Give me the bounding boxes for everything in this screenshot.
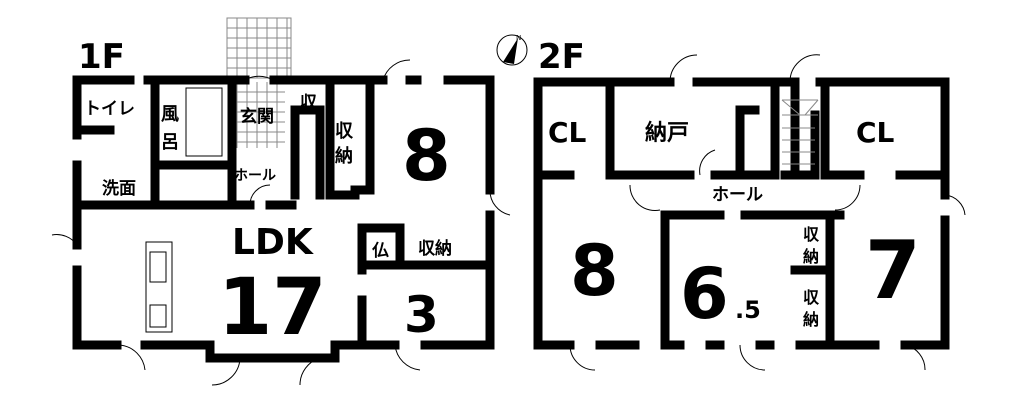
floor-2-title: 2F <box>538 37 585 77</box>
floor-1-title: 1F <box>78 37 125 77</box>
stove-icon <box>149 304 167 328</box>
compass-north-label: N <box>516 34 521 42</box>
room-7-size: 7 <box>865 224 921 317</box>
room-cl-right: CL <box>856 116 895 149</box>
room-storage-b-2: 納 <box>803 310 819 329</box>
room-ldk-label: LDK <box>232 222 314 263</box>
compass-icon: N <box>496 34 528 66</box>
room-toilet: トイレ <box>84 99 135 119</box>
room-storage-a-1: 収 <box>803 225 820 244</box>
room-storage-a-2: 納 <box>803 247 819 266</box>
room-ldk-size: 17 <box>218 263 327 353</box>
room-storage-b-1: 収 <box>803 288 820 307</box>
room-hall: ホール <box>234 168 276 184</box>
2f-exterior-walls <box>533 77 950 350</box>
bathtub <box>185 87 223 157</box>
door-swings-2f <box>569 54 966 371</box>
2f-interior-walls <box>533 77 950 350</box>
door-swings-1f <box>51 59 511 386</box>
room-washroom: 洗面 <box>102 178 136 199</box>
room-65-size-dec: .5 <box>735 296 761 324</box>
entrance-porch-tiles <box>226 17 292 148</box>
room-closet-1: 収 <box>335 121 354 142</box>
floor-1: 1F トイレ 風 呂 玄関 収 ホール 収 納 8 洗面 LDK 17 仏 収納… <box>51 17 511 386</box>
room-8-size-2f: 8 <box>570 230 619 312</box>
room-storeroom: 納戸 <box>645 120 689 146</box>
room-altar: 仏 <box>372 241 389 261</box>
room-closet-2: 納 <box>335 145 353 167</box>
room-65-size-int: 6 <box>680 253 729 335</box>
kitchen-counter <box>145 241 173 333</box>
room-cl-left: CL <box>548 116 587 149</box>
room-storage: 収納 <box>418 238 452 259</box>
room-8-size: 8 <box>402 115 451 197</box>
room-entrance: 玄関 <box>240 106 274 127</box>
room-bath-2: 呂 <box>161 132 179 153</box>
1f-interior-walls <box>72 75 495 350</box>
sink-icon <box>149 251 167 283</box>
room-bath-1: 風 <box>161 104 179 125</box>
stairs-2f <box>781 99 819 165</box>
room-storage-small: 収 <box>300 93 318 113</box>
room-3-size: 3 <box>404 286 439 344</box>
floor-2: N 2F CL 納戸 CL ホール 8 6 .5 収 納 収 納 7 <box>496 34 966 371</box>
room-hall-2f: ホール <box>712 185 763 205</box>
